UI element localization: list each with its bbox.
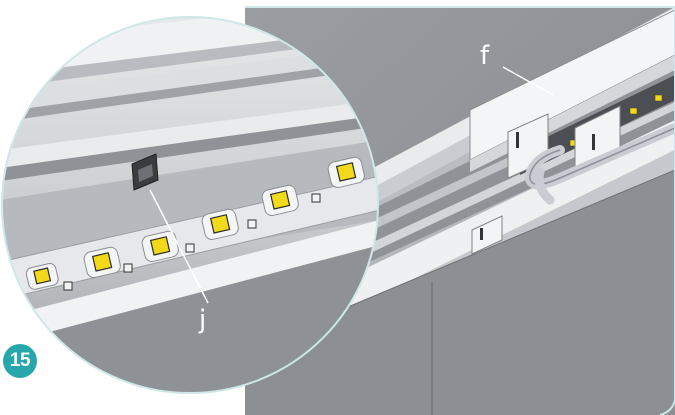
leader-j <box>149 189 209 304</box>
lower-wall <box>245 170 675 415</box>
step-number-label: 15 <box>9 350 31 371</box>
profile-f <box>469 9 675 161</box>
zoom-circle-border <box>1 16 379 394</box>
callout-label-j: j <box>199 305 207 335</box>
led-modules <box>25 156 365 290</box>
zoom-detail <box>2 17 378 393</box>
frame-outline <box>245 6 675 415</box>
leader-f <box>502 66 554 96</box>
step-number-badge: 15 <box>3 344 37 378</box>
main-view <box>245 7 675 415</box>
callout-label-f: f <box>480 41 490 71</box>
clip-lower <box>471 215 503 255</box>
